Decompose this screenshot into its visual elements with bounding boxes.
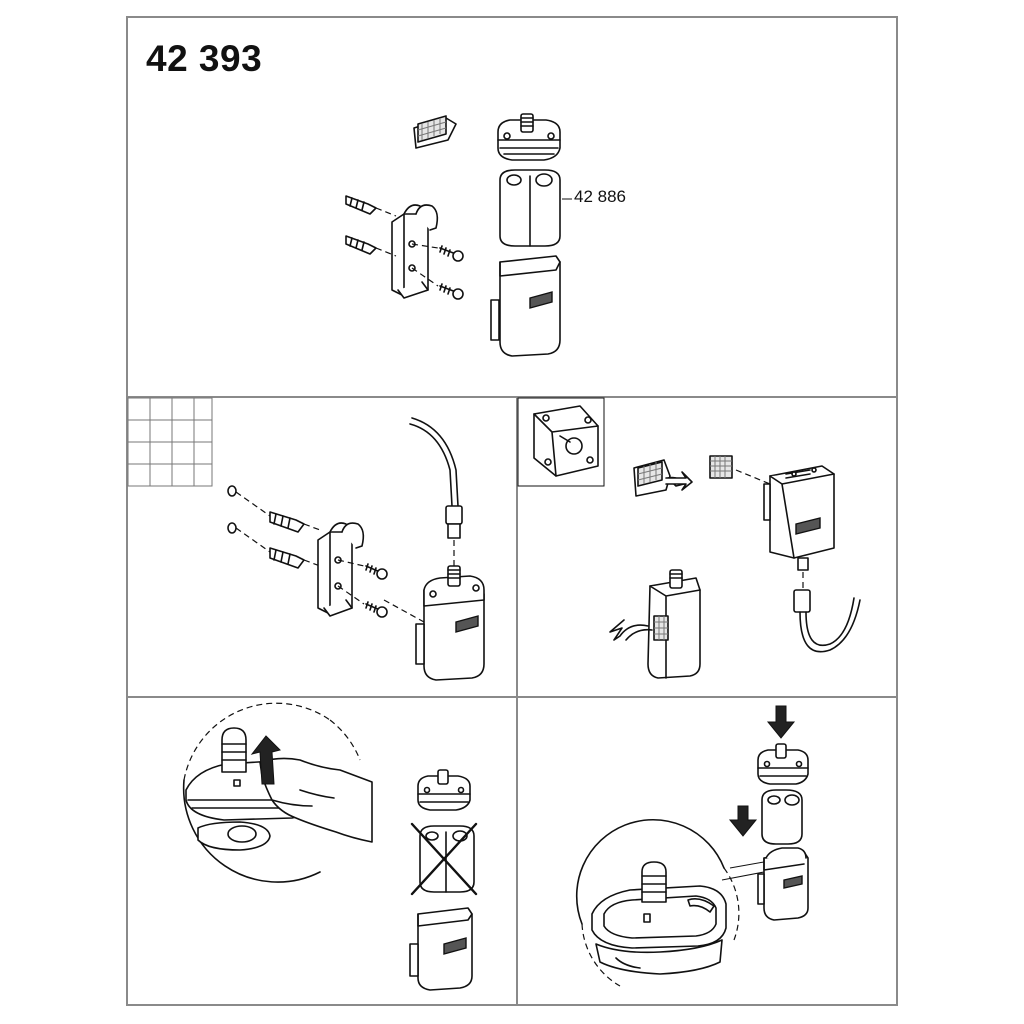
lift-arrow-icon [250,735,281,785]
divider-top [126,396,898,398]
wall-plug-icon [345,195,397,257]
wall-plug-icon-2 [269,511,321,569]
battery-housing-icon [490,255,561,357]
junction-box-icon [517,397,605,487]
divider-vertical [516,396,518,1006]
screw-icon [411,243,464,300]
adhesive-pad-peel-icon [633,459,693,497]
cable-icon [409,417,463,568]
battery-icon [499,169,572,247]
battery-crossed-icon [410,822,478,896]
wall-bracket-icon-2 [317,522,365,617]
article-number: 42 393 [146,38,263,79]
battery-cap-icon-3 [757,743,809,785]
wall-tile-icon [127,397,213,487]
hand-icon [259,757,373,843]
cable-icon-2 [793,589,861,653]
screw-icon-2 [337,559,388,618]
battery-cap-icon [497,113,561,161]
insert-arrow-icon [728,705,796,837]
detail-magnifier-icon [182,702,361,883]
battery-icon-3 [761,789,803,845]
housing-detail-icon [591,861,727,975]
wall-bracket-icon [391,204,439,299]
battery-housing-icon-2 [409,907,473,991]
battery-box-peel-icon [609,569,701,679]
detail-magnifier-icon-2 [575,818,740,987]
cross-out-icon [410,822,478,896]
adhesive-pad-icon [413,115,457,149]
adhesive-pad-square-icon [709,455,771,485]
control-unit-icon [763,465,835,590]
battery-cap-icon-2 [417,769,471,811]
divider-middle [126,696,898,698]
battery-box-assembled-icon [383,565,485,681]
part-number-callout: 42 886 [574,187,626,206]
battery-housing-icon-3 [721,847,809,921]
